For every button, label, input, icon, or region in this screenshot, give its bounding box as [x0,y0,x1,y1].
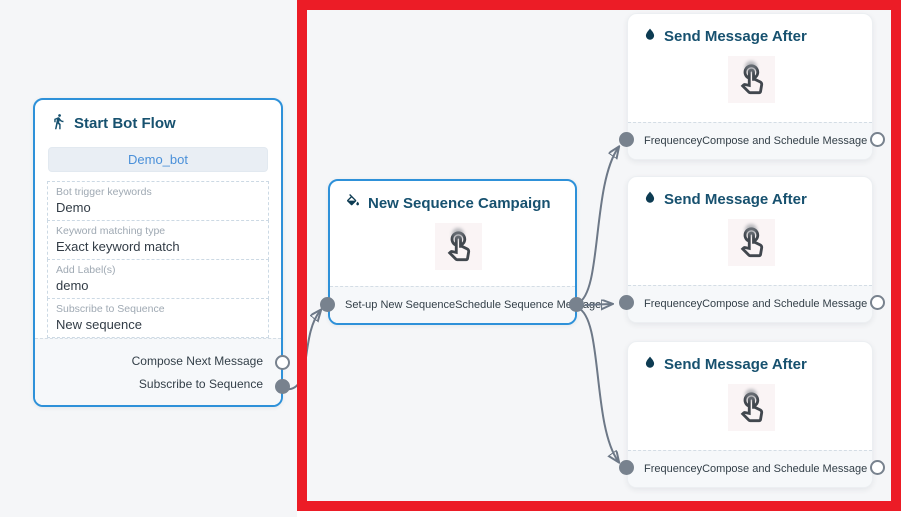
field-label: Bot trigger keywords [56,185,152,198]
port-send-1-output[interactable] [870,132,885,147]
send-message-node-footer: Frequencey Compose and Schedule Message [628,122,872,159]
start-node-footer: Compose Next Message Subscribe to Sequen… [35,338,281,405]
field-label: Add Label(s) [56,263,116,276]
tap-hand-icon [728,56,775,103]
water-drop-icon [643,355,657,375]
bot-name-button[interactable]: Demo_bot [48,146,268,172]
output-label-compose-and-schedule-message: Compose and Schedule Message [702,463,868,475]
node-start-bot-flow[interactable]: Start Bot Flow Demo_bot Bot trigger keyw… [33,98,283,407]
field-subscribe-to-sequence[interactable]: Subscribe to Sequence New sequence [47,297,269,338]
port-subscribe-to-sequence[interactable] [275,379,290,394]
tap-hand-icon [435,223,482,270]
input-label-setup-new-sequence: Set-up New Sequence [345,299,456,311]
node-title: Send Message After [664,190,807,208]
start-node-header: Start Bot Flow [35,100,281,141]
send-message-node-footer: Frequencey Compose and Schedule Message [628,450,872,487]
field-value: demo [56,277,89,293]
tap-hand-icon [728,384,775,431]
input-label-frequency: Frequencey [644,463,703,475]
node-title: Send Message After [664,355,807,373]
output-label-schedule-sequence-message: Schedule Sequence Message [455,299,602,311]
field-value: Demo [56,199,91,215]
field-add-labels[interactable]: Add Label(s) demo [47,258,269,299]
tap-dot [745,61,757,73]
node-send-message-after-3[interactable]: Send Message After Frequencey Compose an… [627,341,873,488]
sequence-node-footer: Set-up New Sequence Schedule Sequence Me… [330,286,601,323]
tap-dot [452,228,464,240]
node-title: Send Message After [664,27,807,45]
input-label-frequency: Frequencey [644,135,703,147]
port-send-3-output[interactable] [870,460,885,475]
output-label-compose-and-schedule-message: Compose and Schedule Message [702,298,868,310]
field-label: Subscribe to Sequence [56,302,165,315]
node-title: Start Bot Flow [74,114,176,132]
port-campaign-input[interactable] [320,297,335,312]
node-send-message-after-1[interactable]: Send Message After Frequencey Compose an… [627,13,873,160]
water-drop-icon [643,27,657,47]
port-campaign-output[interactable] [569,297,584,312]
output-label-compose-and-schedule-message: Compose and Schedule Message [702,135,868,147]
output-compose-next-message: Compose Next Message [131,353,263,368]
node-title: New Sequence Campaign [368,195,551,212]
edge-campaign-to-send-1 [577,148,618,304]
edge-subscribe-to-sequence-campaign [283,311,320,391]
water-drop-icon [643,190,657,210]
paint-bucket-icon [345,194,361,215]
port-send-1-input[interactable] [619,132,634,147]
edge-campaign-to-send-3 [577,307,618,461]
tap-dot [745,389,757,401]
port-send-3-input[interactable] [619,460,634,475]
input-label-frequency: Frequencey [644,298,703,310]
tap-dot [745,224,757,236]
node-new-sequence-campaign[interactable]: New Sequence Campaign Set-up New Sequenc… [328,179,601,325]
port-compose-next-message[interactable] [275,355,290,370]
send-message-node-header: Send Message After [628,177,872,216]
start-node-fields: Bot trigger keywords Demo Keyword matchi… [47,180,269,338]
port-send-2-input[interactable] [619,295,634,310]
field-value: New sequence [56,316,142,332]
field-bot-trigger-keywords[interactable]: Bot trigger keywords Demo [47,180,269,221]
send-message-node-header: Send Message After [628,14,872,53]
send-message-node-header: Send Message After [628,342,872,381]
field-label: Keyword matching type [56,224,166,237]
page-background-strip [297,511,901,517]
sequence-node-header: New Sequence Campaign [330,181,575,221]
output-subscribe-to-sequence: Subscribe to Sequence [138,376,263,391]
field-value: Exact keyword match [56,238,180,254]
node-send-message-after-2[interactable]: Send Message After Frequencey Compose an… [627,176,873,323]
port-send-2-output[interactable] [870,295,885,310]
tap-hand-icon [728,219,775,266]
send-message-node-footer: Frequencey Compose and Schedule Message [628,285,872,322]
walking-person-icon [50,113,67,135]
field-keyword-matching-type[interactable]: Keyword matching type Exact keyword matc… [47,219,269,260]
